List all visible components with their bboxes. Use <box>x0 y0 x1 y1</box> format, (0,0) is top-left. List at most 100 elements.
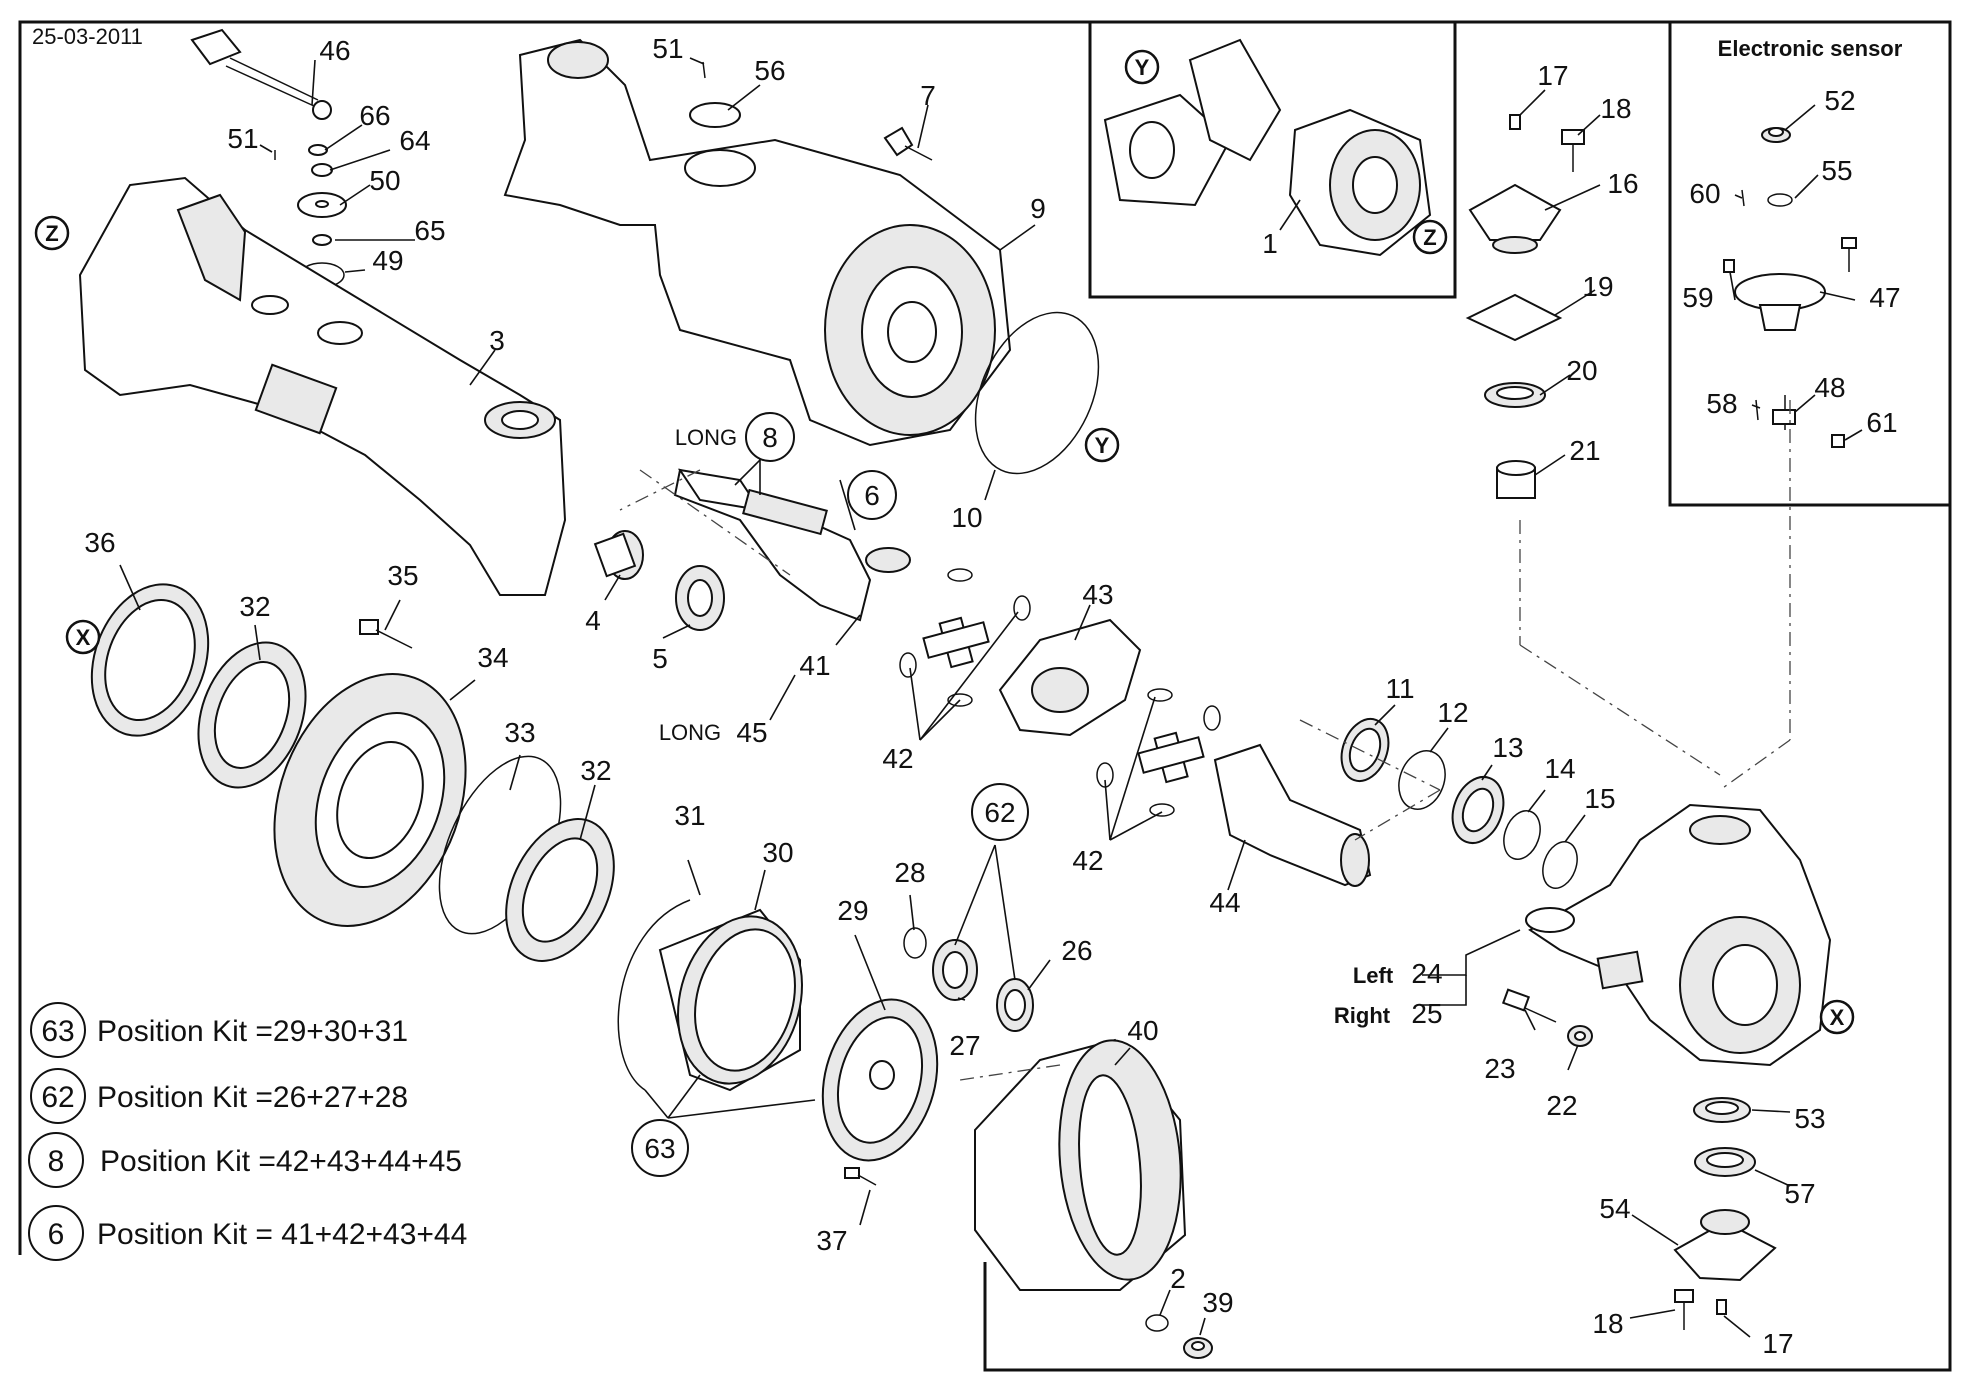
callout-labels: 46 66 64 51 50 65 49 3 51 56 7 9 10 1 17… <box>34 33 1901 1359</box>
part-37-screw <box>844 1167 877 1186</box>
callout-62: 62 <box>984 797 1015 828</box>
part-5-bushing <box>675 565 725 631</box>
callout-25: 25 <box>1411 998 1442 1029</box>
callout-11: 11 <box>1385 673 1414 704</box>
part-44-stub-shaft <box>1213 743 1372 887</box>
kit-num-circle <box>28 1132 84 1188</box>
ref-marker-z-inset <box>1412 219 1448 255</box>
ref-marker-x-left <box>65 619 101 655</box>
callout-27: 27 <box>949 1030 980 1061</box>
part-19-gasket <box>1465 293 1563 342</box>
part-3-axle-beam <box>78 176 567 596</box>
part-56-cover <box>689 102 741 128</box>
part-54-lower-cap <box>1673 1209 1777 1282</box>
part-57-ring <box>1694 1147 1756 1177</box>
callout-19: 19 <box>1582 271 1613 302</box>
ref-z-inset-label: Z <box>1423 225 1436 250</box>
part-14-ring <box>1503 810 1541 860</box>
callout-2: 2 <box>1170 1263 1186 1294</box>
callout-53: 53 <box>1794 1103 1825 1134</box>
callout-32-left: 32 <box>239 591 270 622</box>
callout-23: 23 <box>1484 1053 1515 1084</box>
part-7-bolt <box>883 126 933 161</box>
callout-49: 49 <box>372 245 403 276</box>
callout-14: 14 <box>1544 753 1575 784</box>
callout-46: 46 <box>319 35 350 66</box>
callout-51-top: 51 <box>652 33 683 64</box>
callout-13: 13 <box>1492 732 1523 763</box>
callout-35: 35 <box>387 560 418 591</box>
callout-16: 16 <box>1607 168 1638 199</box>
drawing-frame <box>18 20 1952 1372</box>
callout-3: 3 <box>489 325 505 356</box>
part-24-25-steering-knuckle <box>1525 803 1832 1067</box>
kit-row-62: 62 Position Kit =26+27+28 <box>30 1068 408 1124</box>
callout-61: 61 <box>1866 407 1897 438</box>
callout-17-bottom: 17 <box>1762 1328 1793 1359</box>
callout-47: 47 <box>1869 282 1900 313</box>
part-18-bolt-top <box>1561 129 1585 172</box>
callout-42-lower: 42 <box>1072 845 1103 876</box>
callout-34: 34 <box>477 642 508 673</box>
kit-row-63: 63 Position Kit =29+30+31 <box>30 1002 408 1058</box>
part-31-circlip <box>617 899 691 1091</box>
callout-6: 6 <box>864 480 880 511</box>
callout-24: 24 <box>1411 958 1442 989</box>
part-35-bolt <box>359 619 413 649</box>
part-21-bushing <box>1496 460 1536 499</box>
callout-20: 20 <box>1566 355 1597 386</box>
long-label-bottom: LONG <box>659 720 721 745</box>
part-51-screw-top <box>702 61 706 79</box>
part-20-seal <box>1484 382 1546 408</box>
ref-marker-y-inset <box>1124 49 1160 85</box>
callout-45: 45 <box>736 717 767 748</box>
callout-18-top: 18 <box>1600 93 1631 124</box>
callout-29: 29 <box>837 895 868 926</box>
part-17-plug-top <box>1509 114 1521 130</box>
part-41-shaft <box>673 468 911 622</box>
date-label: 25-03-2011 <box>32 24 143 49</box>
assembly-center-lines <box>619 400 1791 1081</box>
callout-26: 26 <box>1061 935 1092 966</box>
part-39-plug <box>1183 1337 1213 1359</box>
callout-50: 50 <box>369 165 400 196</box>
callout-32-right: 32 <box>580 755 611 786</box>
callout-40: 40 <box>1127 1015 1158 1046</box>
part-4-needle-bearing <box>593 530 644 580</box>
callout-42-upper: 42 <box>882 743 913 774</box>
callout-1: 1 <box>1262 228 1278 259</box>
part-16-cap <box>1468 183 1562 254</box>
electronic-sensor-box <box>1668 20 1952 507</box>
part-48-sensor <box>1755 395 1796 430</box>
kit-num: 8 <box>48 1145 65 1178</box>
kit-text: Position Kit = 41+42+43+44 <box>97 1218 467 1251</box>
callout-39: 39 <box>1202 1287 1233 1318</box>
left-label: Left <box>1353 963 1394 988</box>
callout-18-bottom: 18 <box>1592 1308 1623 1339</box>
callout-7: 7 <box>920 80 936 111</box>
callout-12: 12 <box>1437 697 1468 728</box>
callout-59: 59 <box>1682 282 1713 313</box>
callout-21: 21 <box>1569 435 1600 466</box>
callout-57: 57 <box>1784 1178 1815 1209</box>
part-61-clip <box>1831 434 1845 448</box>
callout-9: 9 <box>1030 193 1046 224</box>
part-11-seal <box>1340 718 1390 782</box>
callout-52: 52 <box>1824 85 1855 116</box>
ref-x-left-label: X <box>76 625 91 650</box>
part-32-bearing-a <box>197 641 307 789</box>
kit-row-8: 8 Position Kit =42+43+44+45 <box>28 1132 462 1188</box>
electronic-sensor-title: Electronic sensor <box>1718 36 1903 61</box>
ref-z-left-label: Z <box>45 221 58 246</box>
callout-60: 60 <box>1689 178 1720 209</box>
kit-num-circle <box>30 1002 86 1058</box>
callout-41: 41 <box>799 650 830 681</box>
ref-y-main-label: Y <box>1095 433 1110 458</box>
part-29-planet-carrier <box>821 998 939 1162</box>
part-32-bearing-b <box>505 818 615 962</box>
part-46-sensor-plug <box>190 28 332 120</box>
part-13-bearing <box>1451 776 1505 844</box>
part-42-cross-b <box>1096 688 1221 817</box>
part-55-ring <box>1767 193 1793 207</box>
